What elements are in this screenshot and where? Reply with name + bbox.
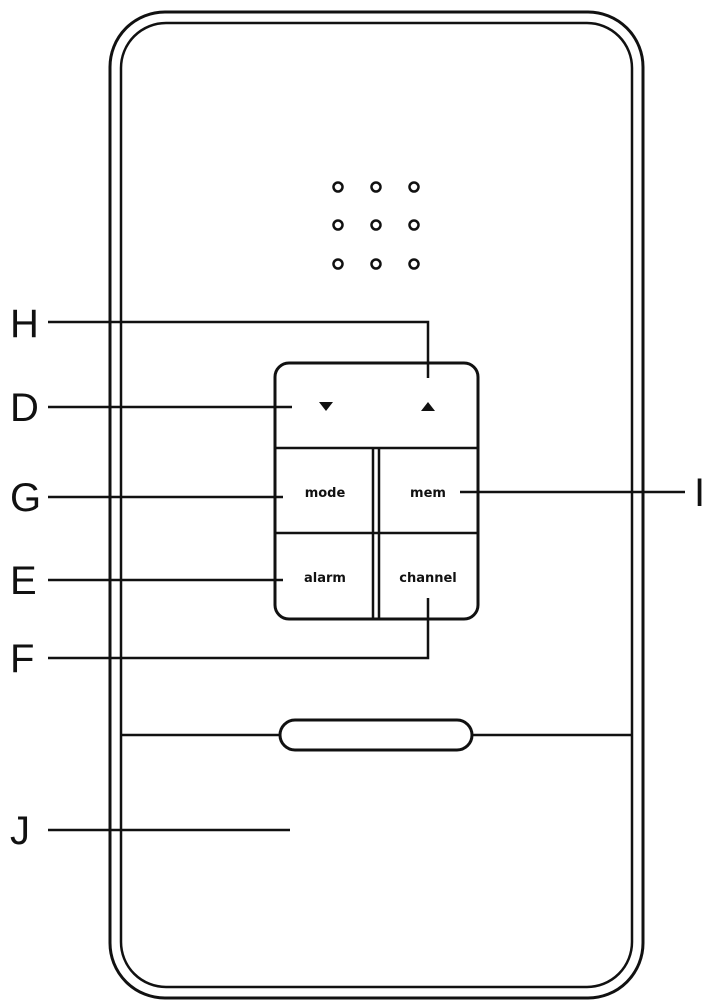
alarm-button[interactable]: alarm	[278, 536, 372, 616]
speaker-hole	[332, 181, 344, 193]
speaker-hole	[370, 181, 382, 193]
down-arrow-icon	[319, 402, 333, 411]
callout-label-j: J	[10, 809, 30, 853]
callout-lines	[48, 320, 685, 832]
keypad: mode mem alarm channel	[273, 361, 480, 621]
mem-button-label: mem	[410, 486, 446, 501]
up-button[interactable]	[377, 366, 475, 446]
speaker-hole	[408, 258, 420, 270]
mode-button[interactable]: mode	[278, 451, 372, 531]
callout-line-f	[48, 598, 430, 660]
callout-label-e: E	[10, 559, 37, 603]
callout-label-i: I	[694, 471, 705, 515]
speaker-hole	[370, 258, 382, 270]
speaker-hole	[370, 219, 382, 231]
up-arrow-icon	[421, 402, 435, 411]
callout-label-f: F	[10, 637, 34, 681]
mode-button-label: mode	[305, 486, 346, 501]
callout-label-d: D	[10, 386, 39, 430]
device-outer-outline	[108, 10, 645, 1000]
device-inner-outline	[119, 21, 634, 989]
speaker-grille	[332, 181, 420, 270]
callout-label-h: H	[10, 302, 39, 346]
callout-label-g: G	[10, 476, 41, 520]
callout-line-h	[48, 320, 430, 378]
alarm-button-label: alarm	[304, 571, 346, 586]
speaker-hole	[408, 181, 420, 193]
channel-button-label: channel	[399, 571, 457, 586]
mem-button[interactable]: mem	[381, 451, 475, 531]
speaker-hole	[332, 219, 344, 231]
speaker-hole	[332, 258, 344, 270]
battery-cover-latch[interactable]	[278, 718, 474, 752]
channel-button[interactable]: channel	[381, 536, 475, 616]
speaker-hole	[408, 219, 420, 231]
down-button[interactable]	[278, 366, 375, 446]
